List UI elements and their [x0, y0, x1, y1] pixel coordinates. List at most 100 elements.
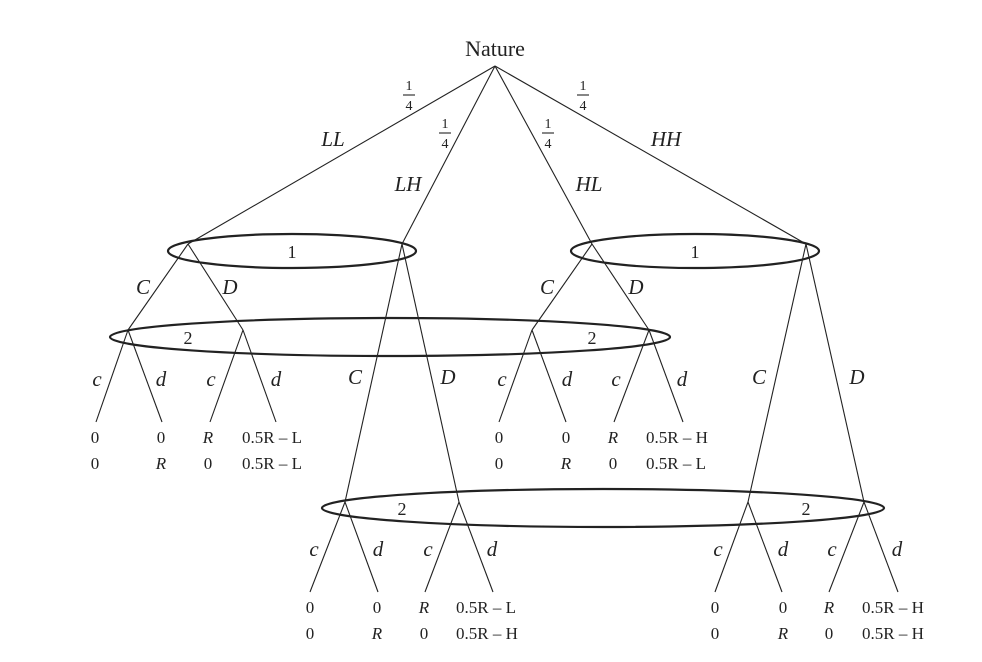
svg-text:1: 1: [406, 79, 413, 94]
payoff-LH-cc-2: 0: [306, 624, 315, 643]
nature-label: Nature: [465, 36, 525, 61]
branch-LL-C: [127, 243, 189, 331]
label-HL-C-d: d: [562, 367, 573, 391]
label-HH-D-d: d: [892, 537, 903, 561]
payoff-HL-dc-1: R: [607, 428, 619, 447]
label-LH-D: D: [439, 365, 455, 389]
label-LL-D-c: c: [206, 367, 216, 391]
payoff-HL-cd-2: R: [560, 454, 572, 473]
label-HL-D-d: d: [677, 367, 688, 391]
label-LH-C: C: [348, 365, 363, 389]
svg-text:1: 1: [580, 79, 587, 94]
label-LL-C-c: c: [92, 367, 102, 391]
branch-HL-D-d: [648, 329, 684, 423]
info-set-player2-upper-label-left: 2: [184, 328, 193, 348]
info-set-player1-right: [569, 232, 821, 270]
label-HH-C: C: [752, 365, 767, 389]
info-set-player2-lower-label-left: 2: [398, 499, 407, 519]
label-HH-D-c: c: [827, 537, 837, 561]
branch-HH-C: [747, 243, 807, 503]
branch-HH-C-c: [714, 501, 749, 593]
payoff-LH-dc-1: R: [418, 598, 430, 617]
branch-HH-D-c: [828, 501, 865, 593]
svg-text:4: 4: [406, 99, 413, 114]
payoff-HH-dc-1: R: [823, 598, 835, 617]
payoff-LL-dd-1: 0.5R – L: [242, 428, 302, 447]
info-set-player2-lower: [320, 487, 886, 529]
payoffs-LL: 0 0 0 R R 0 0.5R – L 0.5R – L: [91, 428, 302, 473]
branch-LH-C-d: [344, 501, 379, 593]
payoffs-HH: 0 0 0 R R 0 0.5R – H 0.5R – H: [711, 598, 924, 643]
payoff-HH-cd-1: 0: [779, 598, 788, 617]
payoffs-HL: 0 0 0 R R 0 0.5R – H 0.5R – L: [495, 428, 708, 473]
payoff-LL-dc-2: 0: [204, 454, 213, 473]
branch-LL-C-d: [127, 329, 163, 423]
label-LH-C-c: c: [309, 537, 319, 561]
payoff-LL-dd-2: 0.5R – L: [242, 454, 302, 473]
branch-HH-D-d: [863, 501, 899, 593]
branch-HH: [494, 65, 807, 245]
branch-HL-C-d: [531, 329, 567, 423]
info-set-player2-upper: [108, 316, 672, 358]
label-LL-D: D: [221, 275, 237, 299]
branch-LH-C-c: [309, 501, 346, 593]
info-set-player1-left: [166, 232, 418, 270]
label-HH-C-d: d: [778, 537, 789, 561]
payoff-LL-cd-2: R: [155, 454, 167, 473]
label-LL-C: C: [136, 275, 151, 299]
payoff-LL-cc-2: 0: [91, 454, 100, 473]
label-HL-D: D: [627, 275, 643, 299]
payoffs-LH: 0 0 0 R R 0 0.5R – L 0.5R – H: [306, 598, 518, 643]
svg-text:4: 4: [442, 137, 449, 152]
label-LL: LL: [320, 127, 344, 151]
info-set-player2-lower-label-right: 2: [802, 499, 811, 519]
payoff-LL-dc-1: R: [202, 428, 214, 447]
branch-LH-D-c: [424, 501, 460, 593]
svg-text:1: 1: [442, 117, 449, 132]
payoff-HL-cd-1: 0: [562, 428, 571, 447]
label-LL-D-d: d: [271, 367, 282, 391]
label-LH: LH: [394, 172, 424, 196]
label-LH-C-d: d: [373, 537, 384, 561]
payoff-HL-dc-2: 0: [609, 454, 618, 473]
label-HH: HH: [650, 127, 683, 151]
branch-HL-D-c: [613, 329, 650, 423]
branch-HL: [494, 65, 593, 245]
label-LH-D-d: d: [487, 537, 498, 561]
payoff-LH-cc-1: 0: [306, 598, 315, 617]
label-LH-D-c: c: [423, 537, 433, 561]
label-HL: HL: [575, 172, 603, 196]
label-HL-C: C: [540, 275, 555, 299]
payoff-LL-cd-1: 0: [157, 428, 166, 447]
branch-LH-D: [401, 243, 460, 503]
branch-LL: [187, 65, 496, 245]
payoff-HH-cc-1: 0: [711, 598, 720, 617]
info-set-player1-left-label: 1: [288, 242, 297, 262]
branch-HH-C-d: [747, 501, 783, 593]
payoff-LH-dc-2: 0: [420, 624, 429, 643]
info-set-player2-upper-label-right: 2: [588, 328, 597, 348]
payoff-HL-dd-2: 0.5R – L: [646, 454, 706, 473]
prob-LL: 1 4: [403, 79, 415, 114]
branch-LL-C-c: [95, 329, 129, 423]
branch-HL-D: [591, 243, 650, 331]
branch-LH-D-d: [458, 501, 494, 593]
svg-text:4: 4: [545, 137, 552, 152]
label-HL-C-c: c: [497, 367, 507, 391]
payoff-LH-dd-2: 0.5R – H: [456, 624, 518, 643]
payoff-HH-cd-2: R: [777, 624, 789, 643]
payoff-HL-cc-1: 0: [495, 428, 504, 447]
payoff-HH-cc-2: 0: [711, 624, 720, 643]
payoff-HH-dc-2: 0: [825, 624, 834, 643]
payoff-LL-cc-1: 0: [91, 428, 100, 447]
payoff-LH-cd-1: 0: [373, 598, 382, 617]
prob-HL: 1 4: [542, 117, 554, 152]
info-set-player1-right-label: 1: [691, 242, 700, 262]
payoff-LH-dd-1: 0.5R – L: [456, 598, 516, 617]
prob-LH: 1 4: [439, 117, 451, 152]
label-HH-C-c: c: [713, 537, 723, 561]
payoff-HL-cc-2: 0: [495, 454, 504, 473]
payoff-HH-dd-2: 0.5R – H: [862, 624, 924, 643]
payoff-LH-cd-2: R: [371, 624, 383, 643]
